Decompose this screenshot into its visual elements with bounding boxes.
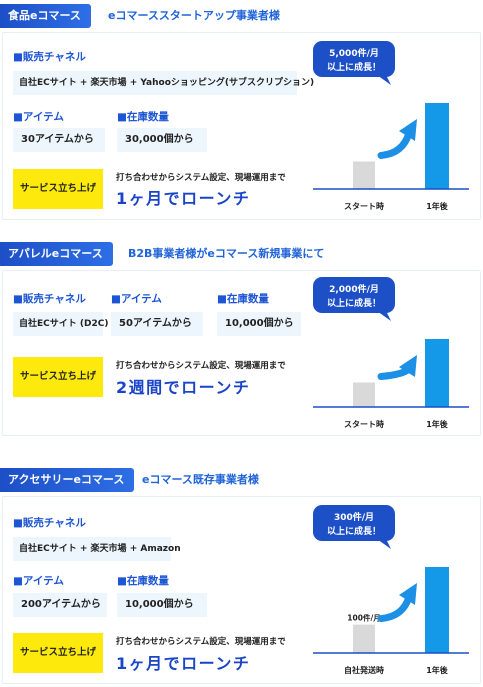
growth-arrow <box>377 593 413 623</box>
case-header: 食品eコマース eコマーススタートアップ事業者様 <box>0 4 483 28</box>
growth-arrow-head <box>399 583 417 605</box>
tick-label: 1年後 <box>426 665 449 675</box>
tick-label: スタート時 <box>344 201 384 211</box>
stock-label: ■在庫数量 <box>217 293 269 305</box>
case-subtitle: eコマース既存事業者様 <box>142 473 259 486</box>
bar-after <box>425 103 449 189</box>
bubble-tail <box>377 309 391 321</box>
items-label: ■アイテム <box>111 293 162 305</box>
case-subtitle: eコマーススタートアップ事業者様 <box>108 9 280 22</box>
bubble-line: 以上に成長！ <box>327 297 381 309</box>
case-tag: アパレルeコマース <box>0 242 113 266</box>
growth-arrow-head <box>399 119 417 141</box>
bar-value-label: 100件/月 <box>347 613 380 623</box>
case-subtitle: B2B事業者様がeコマース新規事業にて <box>128 247 325 260</box>
stock-value: 10,000個から <box>217 312 301 336</box>
bubble-line: 300件/月 <box>334 511 374 523</box>
bubble-line: 以上に成長！ <box>327 61 381 73</box>
bar-after <box>425 567 449 653</box>
bubble-body <box>313 505 395 541</box>
growth-arrow-head <box>399 355 417 377</box>
items-value: 50アイテムから <box>111 312 203 336</box>
bubble-body <box>313 41 395 77</box>
bubble-body <box>313 277 395 313</box>
stock-label: ■在庫数量 <box>117 111 169 123</box>
stock-label: ■在庫数量 <box>117 575 169 587</box>
launch-period: 1ヶ月でローンチ <box>116 189 251 208</box>
service-launch-badge: サービス立ち上げ <box>13 633 103 673</box>
tick-label: スタート時 <box>344 419 384 429</box>
channel-label: ■販売チャネル <box>13 293 86 305</box>
bubble-line: 2,000件/月 <box>329 283 379 295</box>
case-tag: 食品eコマース <box>0 4 91 28</box>
bubble-tail <box>377 537 391 549</box>
bar-before <box>353 161 375 189</box>
case-card: ■販売チャネル 自社ECサイト + 楽天市場 + Yahooショッピング(サブス… <box>2 32 481 220</box>
channel-label: ■販売チャネル <box>13 517 86 529</box>
service-launch-badge: サービス立ち上げ <box>13 169 103 209</box>
case-header: アクセサリーeコマース eコマース既存事業者様 <box>0 468 483 492</box>
items-label: ■アイテム <box>13 111 64 123</box>
launch-note: 打ち合わせからシステム設定、現場運用まで <box>116 361 286 371</box>
channel-value: 自社ECサイト + 楽天市場 + Amazon <box>13 537 181 561</box>
case-header: アパレルeコマース B2B事業者様がeコマース新規事業にて <box>0 242 483 266</box>
stock-value: 10,000個から <box>117 593 207 617</box>
stock-value: 30,000個から <box>117 128 207 152</box>
tick-label: 自社発送時 <box>344 665 384 675</box>
bar-before <box>353 624 375 653</box>
tick-label: 1年後 <box>426 201 449 211</box>
launch-period: 1ヶ月でローンチ <box>116 654 251 673</box>
case-card: ■販売チャネル ■アイテム ■在庫数量 自社ECサイト (D2C) 50アイテム… <box>2 270 481 436</box>
launch-note: 打ち合わせからシステム設定、現場運用まで <box>116 637 286 647</box>
items-value: 200アイテムから <box>13 593 107 617</box>
case-card: ■販売チャネル 自社ECサイト + 楽天市場 + Amazon ■アイテム ■在… <box>2 496 481 684</box>
tick-label: 1年後 <box>426 419 449 429</box>
bubble-line: 5,000件/月 <box>329 47 379 59</box>
launch-period: 2週間でローンチ <box>116 378 251 397</box>
service-launch-badge: サービス立ち上げ <box>13 357 103 397</box>
bar-after <box>425 339 449 407</box>
channel-label: ■販売チャネル <box>13 51 86 63</box>
items-value: 30アイテムから <box>13 128 105 152</box>
launch-note: 打ち合わせからシステム設定、現場運用まで <box>116 173 286 183</box>
channel-value: 自社ECサイト + 楽天市場 + Yahooショッピング(サブスクリプション) <box>13 71 314 95</box>
bar-before <box>353 382 375 407</box>
case-tag: アクセサリーeコマース <box>0 468 135 492</box>
growth-arrow <box>377 129 413 159</box>
items-label: ■アイテム <box>13 575 64 587</box>
bubble-tail <box>377 73 391 85</box>
bubble-line: 以上に成長！ <box>327 525 381 537</box>
channel-value: 自社ECサイト (D2C) <box>13 312 108 336</box>
